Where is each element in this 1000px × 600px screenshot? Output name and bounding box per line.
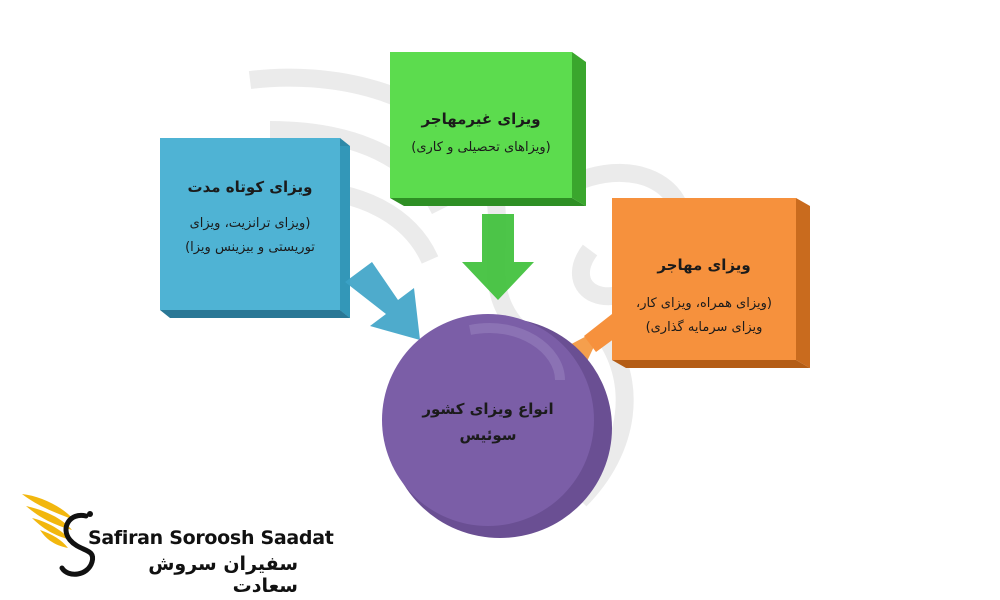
- immigrant-text: ویزای مهاجر (ویزای همراه، ویزای کار، ویز…: [612, 254, 796, 340]
- logo-name-en: Safiran Soroosh Saadat: [88, 527, 334, 549]
- short-term-text: ویزای کوتاه مدت (ویزای ترانزیت، ویزای تو…: [160, 176, 340, 260]
- short-term-desc-1: (ویزای ترانزیت، ویزای: [189, 216, 311, 231]
- short-term-title: ویزای کوتاه مدت: [187, 178, 313, 196]
- center-subtitle: سوئیس: [459, 426, 517, 444]
- immigrant-title: ویزای مهاجر: [657, 256, 751, 274]
- short-term-desc-2: توریستی و بیزینس ویزا): [185, 240, 315, 255]
- non-immigrant-title: ویزای غیرمهاجر: [421, 110, 541, 128]
- logo-name-fa: سفیران سروش سعادت: [148, 553, 298, 597]
- non-immigrant-desc: (ویزاهای تحصیلی و کاری): [411, 140, 551, 155]
- immigrant-desc-1: (ویزای همراه، ویزای کار،: [636, 296, 772, 311]
- center-title: انواع ویزای کشور: [422, 400, 554, 418]
- non-immigrant-text: ویزای غیرمهاجر (ویزاهای تحصیلی و کاری): [390, 108, 572, 160]
- immigrant-desc-2: ویزای سرمایه گذاری): [645, 320, 763, 335]
- center-text: انواع ویزای کشور سوئیس: [390, 396, 586, 448]
